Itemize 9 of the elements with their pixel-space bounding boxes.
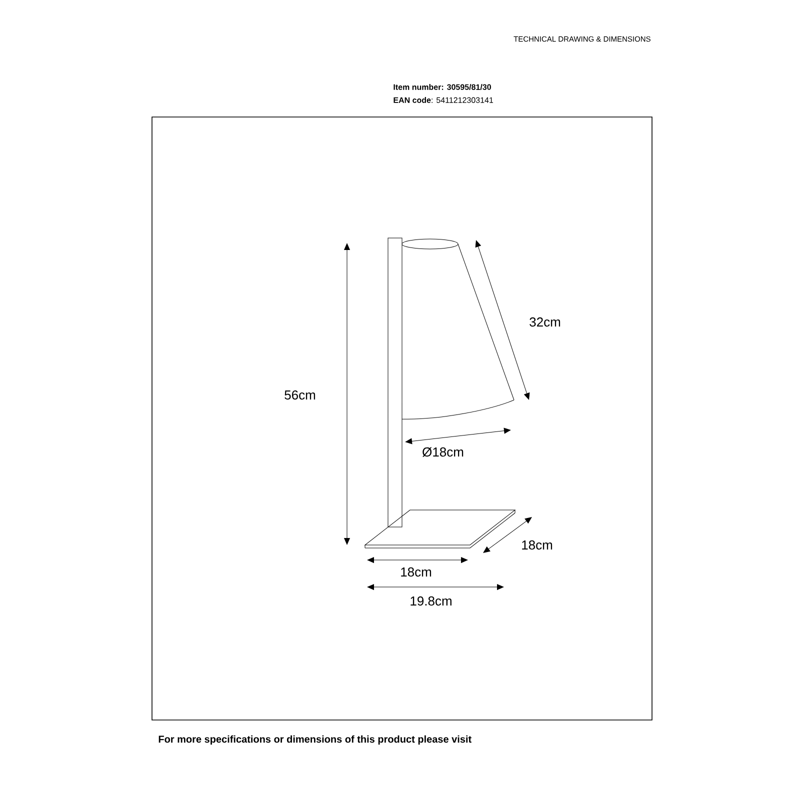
ean-code-text: EAN code: 5411212303141: [394, 97, 494, 103]
item-number-text: Item number: 30595/81/30: [394, 84, 491, 90]
dimension-label: 18cm: [522, 540, 552, 550]
dimension-label: 56cm: [284, 390, 316, 400]
dimension-label: 18cm: [401, 567, 432, 577]
dimension-label: 19.8cm: [410, 596, 452, 606]
footer-text: For more specifications or dimensions of this product please visit: [158, 735, 472, 745]
dimension-label: Ø18cm: [422, 447, 464, 457]
dimension-label: 32cm: [530, 317, 560, 327]
